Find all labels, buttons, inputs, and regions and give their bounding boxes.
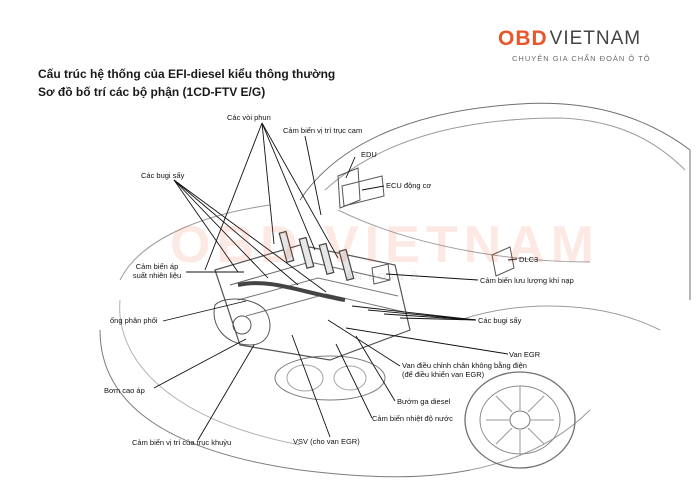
hood-edge bbox=[337, 209, 591, 263]
headlight-outline bbox=[274, 355, 386, 401]
label-ecu: ECU động cơ bbox=[386, 181, 432, 190]
label-maf-sensor: Cảm biến lưu lượng khí nạp bbox=[480, 276, 574, 285]
ecu-unit bbox=[341, 175, 385, 207]
label-supply-pump: Bơm cao áp bbox=[104, 386, 145, 395]
label-throttle: Bướm ga diesel bbox=[397, 397, 451, 406]
bumper-outline bbox=[99, 329, 471, 478]
label-glow-plugs-right: Các bugi sấy bbox=[478, 316, 522, 325]
label-crank-sensor: Cảm biến vị trí của trục khuỷu bbox=[132, 438, 232, 447]
dlc3-unit bbox=[491, 246, 515, 277]
diagram-title: Cấu trúc hệ thống của EFI-diesel kiểu th… bbox=[38, 67, 336, 81]
maf-sensor-unit bbox=[371, 263, 391, 285]
brand-wordmark: OBD VIETNAM bbox=[498, 26, 641, 52]
injector-group bbox=[278, 230, 355, 282]
label-fuel-pressure-sensor-line1: Cảm biến áp bbox=[135, 262, 179, 271]
label-fuel-pressure-sensor: Cảm biến áp suất nhiên liệu bbox=[120, 262, 194, 280]
callout-leader-lines bbox=[153, 122, 518, 441]
wheel-outline bbox=[464, 371, 576, 469]
hood-outline bbox=[299, 102, 691, 300]
label-coolant-sensor: Cảm biến nhiệt độ nước bbox=[372, 414, 453, 423]
common-rail-shape bbox=[237, 281, 346, 302]
label-vacuum-valve-line1: Van điều chỉnh chân không bằng điện bbox=[402, 361, 527, 370]
label-dlc3: DLC3 bbox=[519, 255, 539, 264]
brand-tagline: CHUYÊN GIA CHẨN ĐOÁN Ô TÔ bbox=[512, 54, 651, 63]
brand-logo: OBD VIETNAM CHUYÊN GIA CHẨN ĐOÁN Ô TÔ bbox=[498, 26, 690, 66]
brand-obd-text: OBD bbox=[498, 27, 548, 50]
brand-vietnam-text: VIETNAM bbox=[549, 28, 642, 49]
label-vacuum-valve: Van điều chỉnh chân không bằng điện (để … bbox=[402, 361, 527, 379]
label-edu: EDU bbox=[361, 150, 377, 159]
label-egr-valve: Van EGR bbox=[509, 350, 541, 359]
engine-block-outline bbox=[214, 244, 411, 361]
label-fuel-pressure-sensor-line2: suất nhiên liệu bbox=[132, 271, 182, 280]
label-camshaft-sensor: Cảm biến vị trí trục cam bbox=[283, 126, 363, 135]
label-glow-plugs-top: Các bugi sấy bbox=[141, 171, 185, 180]
edu-unit bbox=[337, 167, 361, 209]
watermark-subtext: ẨN ĐOÁN Ô bbox=[346, 272, 421, 283]
diagram-subtitle: Sơ đồ bố trí các bộ phận (1CD-FTV E/G) bbox=[38, 85, 266, 99]
windshield-outline bbox=[324, 117, 686, 191]
supply-pump-outline bbox=[213, 298, 271, 346]
watermark-text: OBD VIETNAM bbox=[170, 216, 600, 274]
label-vacuum-valve-line2: (để điều khiển van EGR) bbox=[402, 370, 485, 379]
car-body-outline bbox=[119, 204, 271, 281]
label-vsv: VSV (cho van EGR) bbox=[293, 437, 360, 446]
label-injectors: Các vòi phun bbox=[227, 113, 271, 122]
label-common-rail: ống phân phối bbox=[110, 316, 158, 325]
